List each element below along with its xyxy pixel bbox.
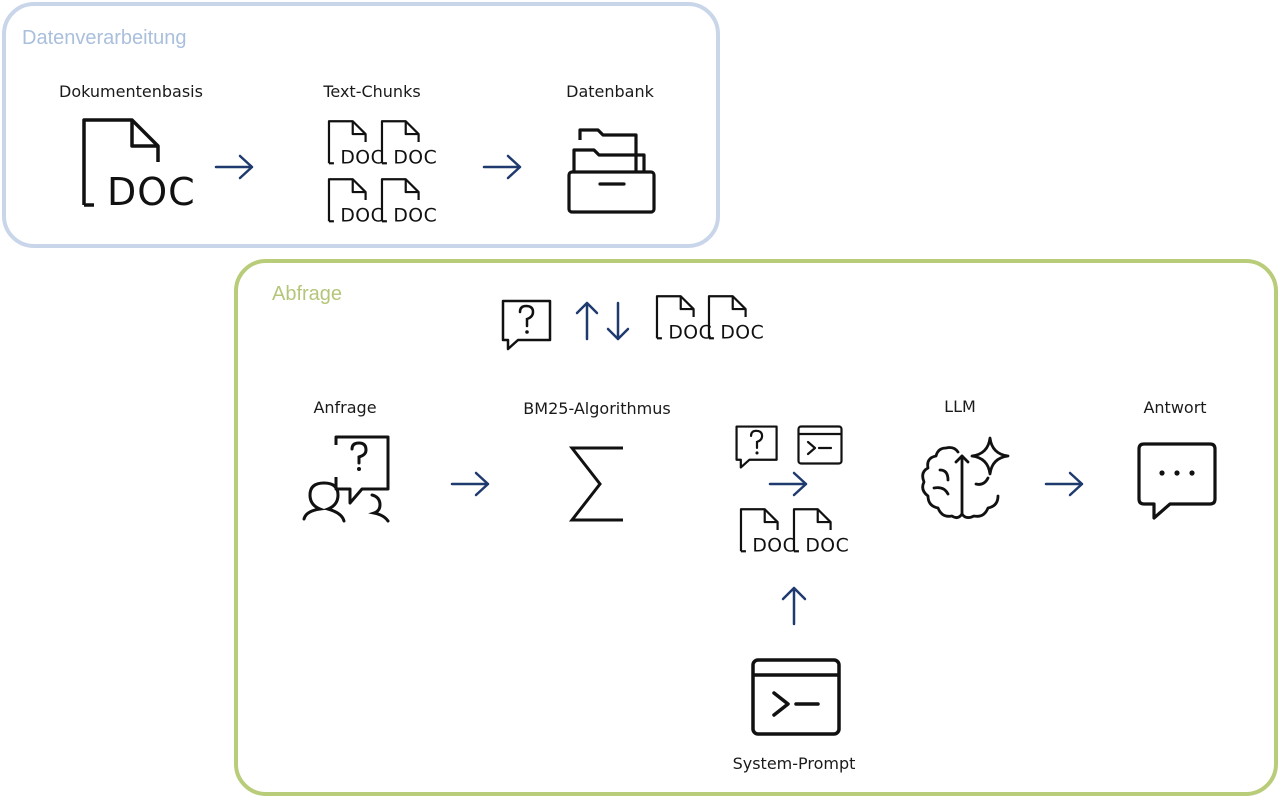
arrow-right-icon (1044, 470, 1086, 498)
datenverarbeitung-title: Datenverarbeitung (22, 27, 187, 49)
label-dokumentenbasis: Dokumentenbasis (59, 82, 203, 101)
question-bubble-icon (500, 298, 554, 352)
document-icon: DOC (80, 116, 195, 214)
label-system-prompt: System-Prompt (732, 754, 856, 773)
label-text-chunks: Text-Chunks (323, 82, 421, 101)
question-bubble-icon (734, 424, 780, 470)
doc-label: DOC (393, 205, 437, 226)
arrow-right-icon (214, 153, 256, 181)
doc-label: DOC (668, 322, 712, 343)
chat-bubble-dots-icon (1136, 441, 1218, 521)
abfrage-panel (234, 259, 1278, 796)
document-icon: DOC (380, 119, 437, 168)
sigma-icon (566, 444, 628, 524)
label-antwort: Antwort (1143, 398, 1207, 417)
document-icon: DOC (739, 507, 796, 556)
label-anfrage: Anfrage (313, 398, 377, 417)
document-icon: DOC (707, 294, 764, 343)
label-bm25: BM25-Algorithmus (523, 399, 671, 418)
doc-label: DOC (340, 147, 384, 168)
folder-cabinet-icon (566, 126, 658, 216)
document-icon: DOC (327, 177, 384, 226)
document-icon: DOC (380, 177, 437, 226)
terminal-icon (797, 425, 843, 465)
label-datenbank: Datenbank (566, 82, 654, 101)
arrow-up-icon (780, 584, 808, 626)
arrow-right-icon (450, 470, 492, 498)
document-icon: DOC (792, 507, 849, 556)
datenverarbeitung-panel (2, 2, 720, 248)
up-down-arrows-icon (574, 299, 632, 343)
abfrage-title: Abfrage (272, 283, 343, 305)
terminal-icon (750, 657, 842, 737)
arrow-right-icon (768, 470, 810, 498)
doc-label: DOC (107, 170, 196, 214)
people-question-icon (300, 433, 396, 525)
doc-label: DOC (393, 147, 437, 168)
arrow-right-icon (482, 153, 524, 181)
doc-label: DOC (340, 205, 384, 226)
doc-label: DOC (752, 535, 796, 556)
doc-label: DOC (805, 535, 849, 556)
document-icon: DOC (327, 119, 384, 168)
doc-label: DOC (720, 322, 764, 343)
document-icon: DOC (655, 294, 712, 343)
brain-sparkle-icon (918, 434, 1012, 524)
label-llm: LLM (944, 397, 976, 416)
